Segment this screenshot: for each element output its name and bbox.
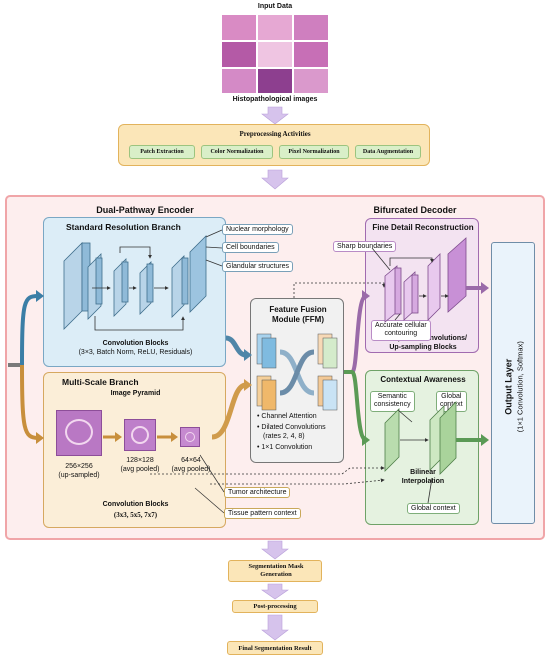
callout-global-context-bottom: Global context [407,503,460,514]
multiscale-branch-title: Multi-Scale Branch [62,377,139,387]
fine-detail-blocks [384,237,467,323]
callout-glandular-structures: Glandular structures [222,261,294,272]
multiscale-blocks-title: Convolution Blocks [102,501,169,508]
callout-tumor-architecture: Tumor architecture [224,487,291,498]
contextual-title: Contextual Awareness [380,375,466,384]
skip-connections [150,282,386,485]
callout-cell-boundaries: Cell boundaries [222,242,279,253]
post-processing-step: Post-processing [232,600,318,613]
mask-line2: Generation [260,571,292,579]
input-split-arrows [8,290,44,444]
encoder-title: Dual-Pathway Encoder [96,205,194,215]
ffm-item-1x1-convolution: • 1×1 Convolution [257,444,313,451]
input-data-title: Input Data [257,3,293,10]
standard-blocks-title: Convolution Blocks [102,340,169,347]
arrow-post-to-final [261,614,289,641]
fine-caption-line2: Up-sampling Blocks [389,344,457,351]
contextual-blocks [384,401,457,475]
output-layer: Output Layer (1×1 Convolution, Softmax) [491,242,535,524]
callout-sharp-boundaries: Sharp boundaries [333,241,397,252]
ffm-feature-maps [256,333,338,411]
scale-128-note: (avg pooled) [120,466,160,473]
standard-branch-title: Standard Resolution Branch [66,222,181,232]
pyramid-image-256 [56,410,102,456]
input-caption: Histopathological images [232,96,318,103]
encoder-to-ffm-arrows [211,335,252,440]
ffm-cross [279,349,315,396]
arrow-input-to-preprocessing [261,106,289,125]
ffm-title-line1: Feature Fusion [269,305,327,314]
scale-128-size: 128×128 [126,457,154,464]
ffm-item-dilation-rates: (rates 2, 4, 8) [263,433,305,440]
context-caption-line1: Bilinear [410,469,436,476]
multi-scale-branch: Multi-Scale Branch Image Pyramid 256×256… [43,372,226,528]
arrow-mask-to-postprocessing [261,583,289,600]
final-result-step: Final Segmentation Result [227,641,323,655]
pyramid-image-64 [180,427,200,447]
scale-256-size: 256×256 [65,463,93,470]
standard-blocks-detail: (3×3, Batch Norm, ReLU, Residuals) [78,349,193,356]
histopathology-image-grid [221,14,329,94]
context-caption-line2: Interpolation [401,478,445,485]
step-data-augmentation: Data Augmentation [355,145,421,159]
scale-64-size: 64×64 [181,457,201,464]
ffm-item-channel-attention: • Channel Attention [257,413,317,420]
mask-line1: Segmentation Mask [248,563,304,570]
ffm-to-decoder [344,294,368,442]
callout-nuclear-morphology: Nuclear morphology [222,224,293,235]
scale-64-note: (avg pooled) [171,466,211,473]
preprocessing-title: Preprocessing Activities [239,130,311,138]
ffm-item-dilated-convolutions: • Dilated Convolutions [257,424,326,431]
pyramid-image-128 [124,419,156,451]
decoder-title: Bifurcated Decoder [373,205,457,215]
preprocessing-panel: Preprocessing Activities Patch Extractio… [118,124,430,166]
step-patch-extraction: Patch Extraction [129,145,195,159]
step-pixel-normalization: Pixel Normalization [279,145,349,159]
standard-conv-flow [92,229,223,331]
flow-arrows [261,106,289,641]
image-pyramid-title: Image Pyramid [110,390,161,397]
segmentation-mask-step: Segmentation Mask Generation [228,560,322,582]
scale-256-note: (up-sampled) [58,472,100,479]
ffm-title-line2: Module (FFM) [272,315,324,324]
standard-conv-blocks [63,235,207,330]
step-color-normalization: Color Normalization [201,145,273,159]
arrow-preprocessing-to-encoder [261,169,289,190]
multiscale-blocks-detail: (3x3, 5x5, 7x7) [113,511,158,519]
arrow-frame-to-mask [261,540,289,560]
fine-detail-title: Fine Detail Reconstruction [372,223,474,232]
callout-tissue-pattern-context: Tissue pattern context [224,508,301,519]
